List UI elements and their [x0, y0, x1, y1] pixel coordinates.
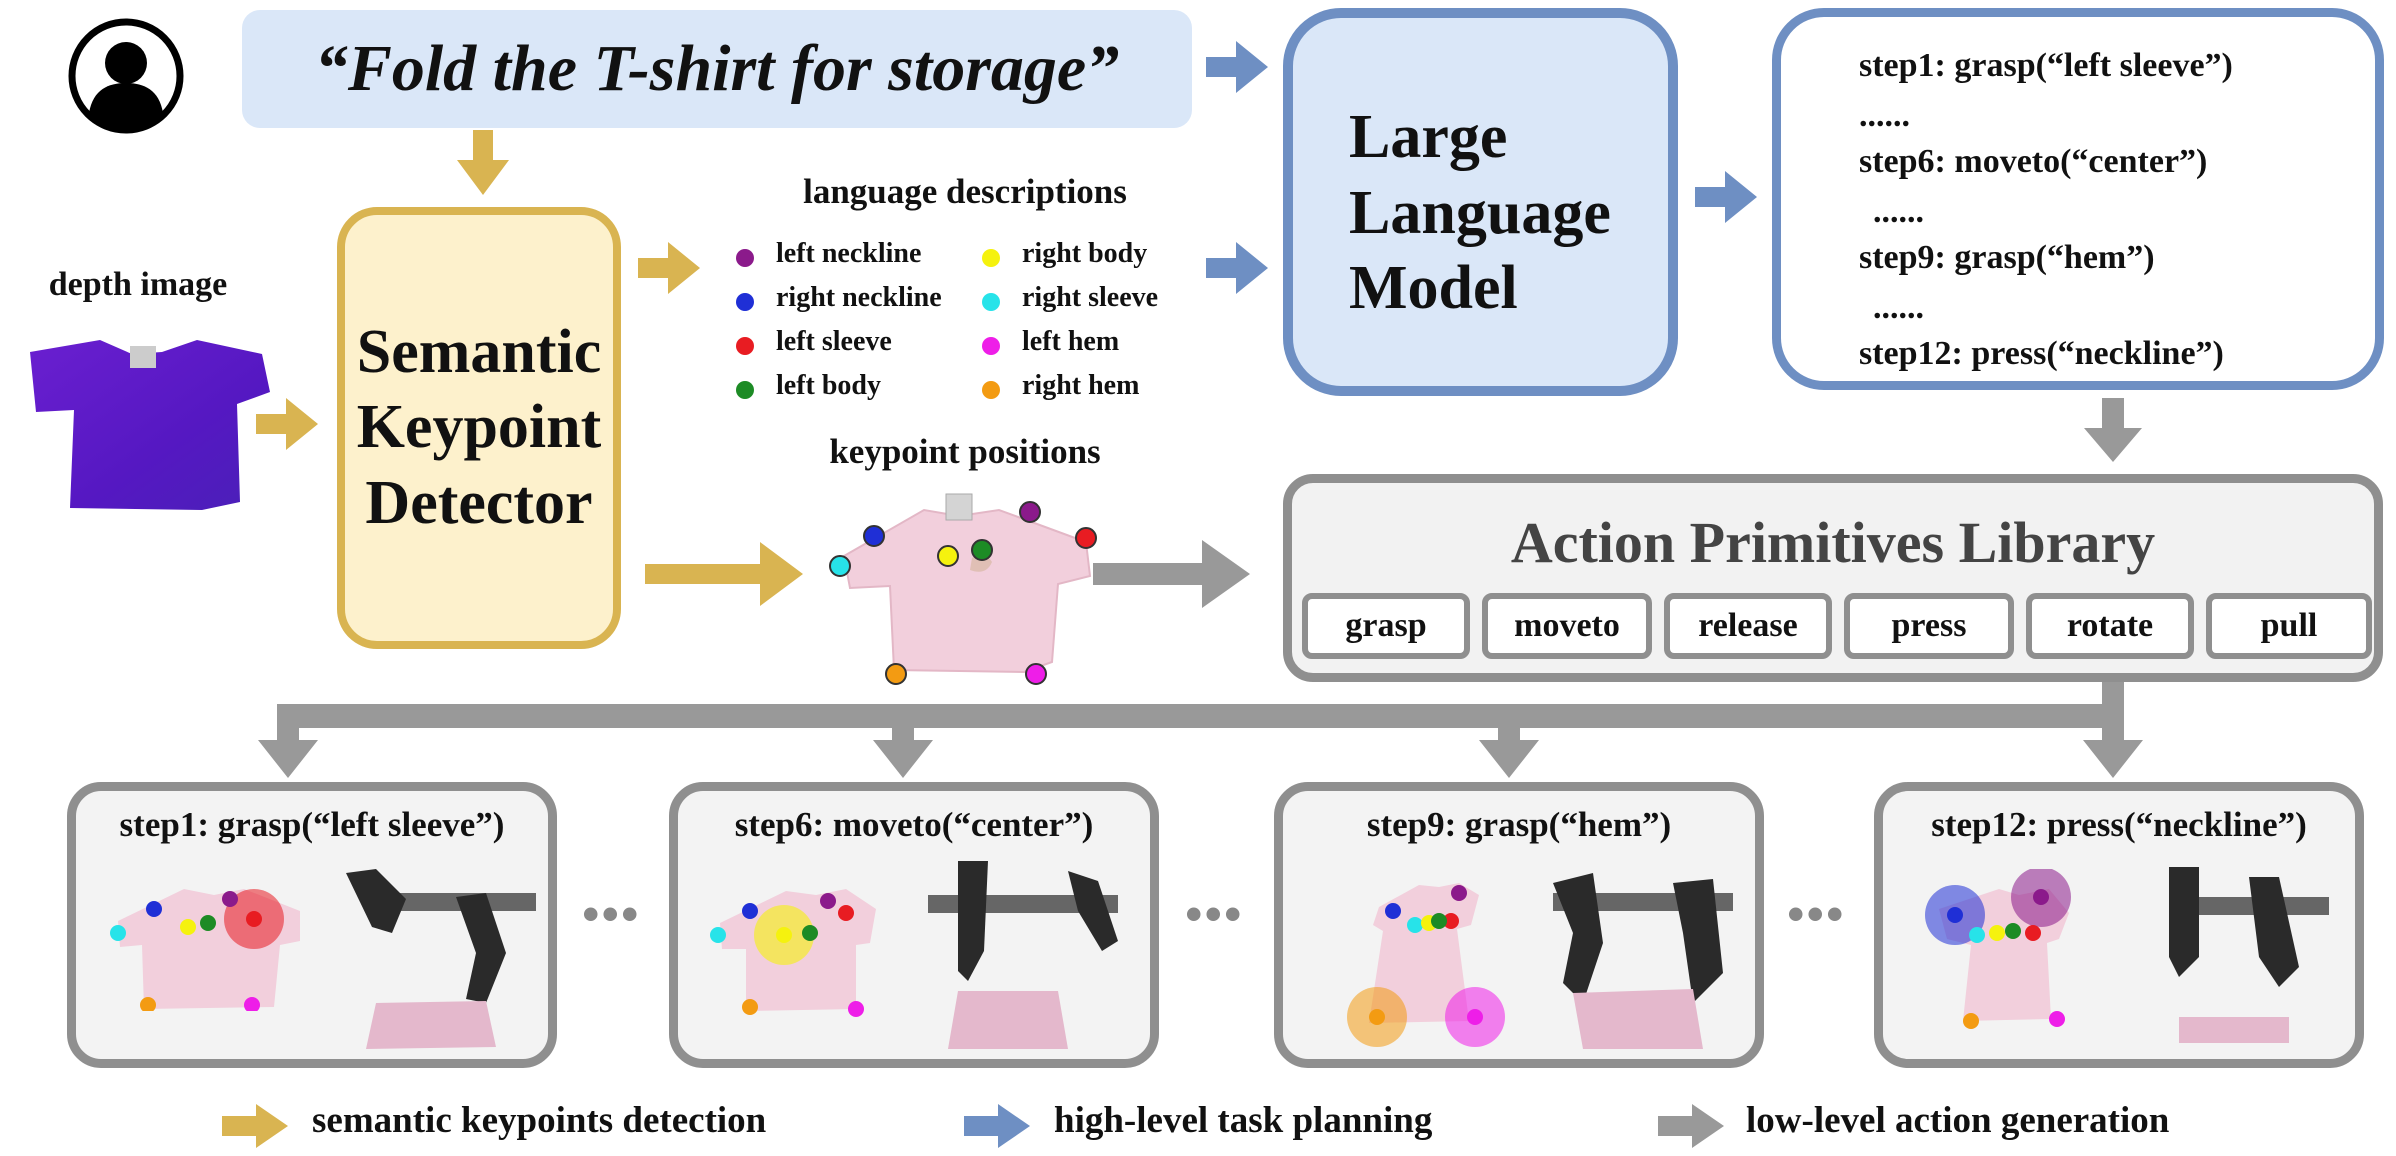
legend-dot-left-hem [982, 337, 1000, 355]
semantic-keypoint-detector: Semantic Keypoint Detector [337, 207, 621, 649]
plan-step1: step1: grasp(“left sleeve”) [1859, 47, 2233, 84]
language-descriptions-list: left neckline right body right neckline … [736, 238, 1196, 418]
arrow-plan-to-library [2084, 398, 2142, 462]
plan-step6: step6: moveto(“center”) [1859, 143, 2208, 180]
desc-right-neckline: right neckline [776, 282, 942, 313]
plan-ellipsis-2: ...... [1873, 193, 1924, 230]
language-descriptions-title: language descriptions [803, 172, 1127, 211]
primitive-release: release [1664, 593, 1832, 659]
execution-step-1: step1: grasp(“left sleeve”) [67, 782, 557, 1068]
primitive-moveto: moveto [1482, 593, 1652, 659]
primitive-press: press [1844, 593, 2014, 659]
step-1-robot-arms [346, 869, 536, 1049]
desc-right-sleeve: right sleeve [1022, 282, 1159, 313]
step-1-tshirt-keypoints [110, 889, 300, 1011]
legend-semantic-keypoints-detection: semantic keypoints detection [312, 1100, 767, 1141]
arrow-bus-to-step1 [258, 728, 318, 778]
step-6-tshirt-keypoints [710, 889, 876, 1017]
step-ellipsis-3: ••• [1787, 886, 1846, 942]
step-12-robot-arms [2169, 867, 2329, 1043]
step-ellipsis-1: ••• [582, 886, 641, 942]
task-plan: step1: grasp(“left sleeve”) ...... step6… [1772, 8, 2384, 390]
primitive-grasp: grasp [1302, 593, 1470, 659]
distribution-bus [277, 704, 2124, 728]
legend-arrow-yellow-icon [222, 1104, 288, 1148]
execution-step-6: step6: moveto(“center”) [669, 782, 1159, 1068]
legend-high-level-task-planning: high-level task planning [1054, 1100, 1433, 1141]
legend-dot-left-body [736, 381, 754, 399]
arrow-descriptions-to-llm [1206, 242, 1268, 294]
desc-left-body: left body [776, 370, 881, 401]
legend-low-level-action-generation: low-level action generation [1746, 1100, 2170, 1141]
arrow-detector-to-keypoints [645, 542, 803, 606]
plan-step9: step9: grasp(“hem”) [1859, 239, 2155, 276]
arrow-bus-to-step12 [2083, 728, 2143, 778]
library-title: Action Primitives Library [1510, 510, 2156, 575]
step-6-title: step6: moveto(“center”) [734, 805, 1094, 844]
depth-image [30, 340, 270, 510]
action-primitives-library: Action Primitives Library grasp moveto r… [1283, 474, 2383, 682]
depth-image-label: depth image [48, 266, 228, 303]
legend-dot-right-body [982, 249, 1000, 267]
llm-label-line2: Language [1349, 178, 1611, 247]
instruction-text: “Fold the T-shirt for storage” [314, 32, 1120, 105]
arrow-instruction-to-detector [457, 130, 509, 195]
legend-dot-right-sleeve [982, 293, 1000, 311]
desc-left-hem: left hem [1022, 326, 1120, 357]
legend-arrow-grey-icon [1658, 1104, 1724, 1148]
arrow-bus-to-step9 [1479, 728, 1539, 778]
step-12-title: step12: press(“neckline”) [1931, 805, 2307, 844]
arrow-bus-to-step6 [873, 728, 933, 778]
arrow-llm-to-plan [1695, 171, 1757, 223]
step-1-title: step1: grasp(“left sleeve”) [119, 805, 505, 844]
plan-step12: step12: press(“neckline”) [1859, 335, 2224, 372]
execution-step-12: step12: press(“neckline”) [1874, 782, 2364, 1068]
desc-right-body: right body [1022, 238, 1148, 269]
arrow-keypoints-to-library [1093, 540, 1250, 608]
plan-ellipsis-3: ...... [1873, 289, 1924, 326]
step-12-tshirt-keypoints [1925, 869, 2071, 1029]
desc-right-hem: right hem [1022, 370, 1140, 401]
step-6-robot-arms [928, 861, 1118, 1049]
detector-label-line3: Detector [365, 468, 593, 537]
step-9-robot-arms [1553, 873, 1733, 1049]
step-ellipsis-2: ••• [1185, 886, 1244, 942]
llm-label-line3: Model [1349, 254, 1518, 323]
legend-arrow-blue-icon [964, 1104, 1030, 1148]
primitive-pull: pull [2206, 593, 2372, 659]
legend-dot-left-sleeve [736, 337, 754, 355]
arrow-instruction-to-llm [1206, 41, 1268, 93]
plan-ellipsis-1: ...... [1859, 97, 1910, 134]
keypoint-tshirt-image [829, 493, 1097, 685]
large-language-model: Large Language Model [1283, 8, 1678, 396]
step-9-tshirt-keypoints [1347, 883, 1505, 1047]
execution-step-9: step9: grasp(“hem”) [1274, 782, 1764, 1068]
step-9-title: step9: grasp(“hem”) [1366, 805, 1672, 844]
legend-dot-right-hem [982, 381, 1000, 399]
primitive-rotate: rotate [2026, 593, 2194, 659]
desc-left-neckline: left neckline [776, 238, 922, 269]
desc-left-sleeve: left sleeve [776, 326, 892, 357]
detector-label-line1: Semantic [356, 317, 602, 386]
instruction-box: “Fold the T-shirt for storage” [242, 10, 1192, 128]
legend-dot-left-neckline [736, 249, 754, 267]
keypoint-positions-label: keypoint positions [829, 432, 1101, 471]
user-avatar-icon [68, 18, 184, 134]
arrow-detector-to-descriptions [638, 242, 700, 294]
legend-dot-right-neckline [736, 293, 754, 311]
detector-label-line2: Keypoint [356, 393, 602, 462]
llm-label-line1: Large [1349, 103, 1508, 171]
